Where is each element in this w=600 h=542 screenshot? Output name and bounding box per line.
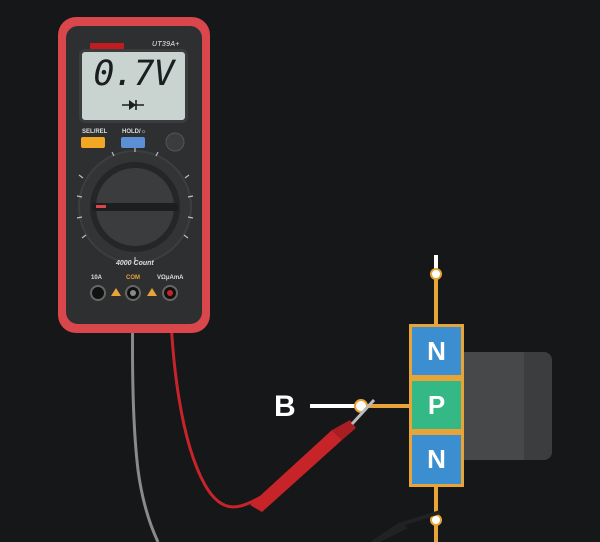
black-probe-tip	[401, 510, 441, 526]
brand-logo	[90, 43, 124, 49]
hold-label: HOLD/☼	[122, 129, 147, 135]
jack-com-label: COM	[126, 275, 140, 281]
warning-icon	[147, 288, 157, 296]
jack-10a[interactable]	[90, 285, 106, 301]
base-label: B	[274, 390, 296, 423]
collector-terminal	[430, 268, 442, 280]
base-p-layer: P	[409, 378, 464, 432]
lcd-display: 0.7V	[79, 49, 188, 123]
black-probe[interactable]	[370, 522, 408, 542]
red-probe-plug	[167, 290, 173, 296]
black-probe-plug	[130, 290, 136, 296]
red-probe-wire	[168, 297, 266, 509]
red-probe[interactable]	[250, 398, 376, 512]
lcd-reading: 0.7V	[93, 54, 174, 94]
warning-icon	[111, 288, 121, 296]
black-probe-wire	[131, 297, 160, 542]
collector-n-layer: N	[409, 324, 464, 378]
jack-v-ohm-label: VΩμAmA	[157, 275, 184, 281]
sel-rel-button[interactable]	[81, 137, 105, 148]
transistor-case-front	[464, 352, 524, 460]
emitter-terminal	[430, 514, 442, 526]
dial-pointer	[92, 203, 178, 211]
diode-icon	[122, 100, 144, 110]
count-label: 4000 Count	[116, 260, 154, 267]
model-label: UT39A+	[152, 41, 180, 48]
jack-10a-label: 10A	[91, 275, 103, 281]
hold-button[interactable]	[121, 137, 145, 148]
sel-rel-label: SEL/REL	[82, 129, 108, 135]
hfe-socket	[165, 132, 185, 152]
dial-pointer-mark	[96, 205, 106, 208]
emitter-n-layer: N	[409, 432, 464, 487]
